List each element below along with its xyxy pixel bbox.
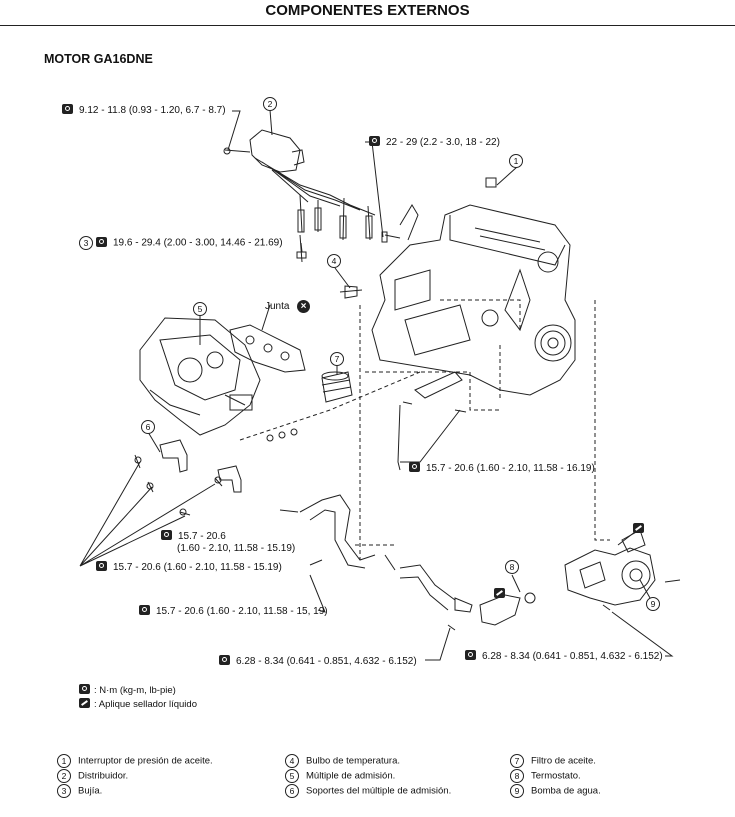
- leader-t8: [425, 627, 451, 661]
- callout-9: 9: [646, 597, 660, 611]
- sealant-icon: [79, 698, 90, 708]
- leader-c2: [269, 109, 273, 136]
- leader-c4: [334, 267, 351, 289]
- wrench-torque-icon: [219, 655, 230, 665]
- leader-c9: [639, 579, 651, 599]
- title-divider: [0, 25, 735, 26]
- leader-t4: [397, 404, 461, 471]
- gasket-label: Junta: [265, 301, 290, 312]
- torque-label-support-a: 15.7 - 20.6: [161, 530, 226, 542]
- leader-t7: [309, 574, 326, 613]
- torque-label-water-pump: 6.28 - 8.34 (0.641 - 0.851, 4.632 - 6.15…: [465, 650, 663, 662]
- legend-torque: : N·m (kg-m, lb-pie): [79, 684, 176, 696]
- wrench-torque-icon: [96, 561, 107, 571]
- section-subtitle: MOTOR GA16DNE: [44, 52, 153, 66]
- callout-3-small: 3: [79, 236, 93, 250]
- wrench-torque-icon: [369, 136, 380, 146]
- wrench-torque-icon: [409, 462, 420, 472]
- callout-2: 2: [263, 97, 277, 111]
- page-title: COMPONENTES EXTERNOS: [265, 2, 470, 19]
- leader-t2: [365, 141, 384, 238]
- oil-filter: [321, 371, 353, 403]
- leader-c1: [496, 166, 518, 186]
- leader-junta: [261, 304, 271, 331]
- leader-t9: [611, 611, 674, 657]
- torque-label-distributor: 9.12 - 11.8 (0.93 - 1.20, 6.7 - 8.7): [62, 104, 226, 116]
- leader-c6: [147, 431, 161, 453]
- torque-label-bracket: 15.7 - 20.6 (1.60 - 2.10, 11.58 - 16.19): [409, 462, 595, 474]
- callout-1: 1: [509, 154, 523, 168]
- replace-x-icon: ×: [297, 300, 310, 313]
- wrench-torque-icon: [161, 530, 172, 540]
- wrench-torque-icon: [139, 605, 150, 615]
- torque-label-support-a-line2: (1.60 - 2.10, 11.58 - 15.19): [177, 543, 296, 554]
- wrench-torque-icon: [96, 236, 107, 247]
- torque-label-water-pipe: 15.7 - 20.6 (1.60 - 2.10, 11.58 - 15, 19…: [139, 605, 328, 617]
- lower-hose: [399, 564, 456, 611]
- wrench-torque-icon: [79, 684, 90, 694]
- callout-4: 4: [327, 254, 341, 268]
- manifold-support-2: [217, 465, 242, 493]
- torque-label-thermostat: 6.28 - 8.34 (0.641 - 0.851, 4.632 - 6.15…: [219, 655, 417, 667]
- engine-block: [371, 204, 576, 396]
- manifold-support-1: [159, 439, 188, 473]
- leader-c8: [511, 574, 521, 593]
- torque-label-support-b: 15.7 - 20.6 (1.60 - 2.10, 11.58 - 15.19): [96, 561, 282, 573]
- intake-gasket: [229, 324, 306, 373]
- water-pipe: [299, 494, 376, 561]
- callout-5: 5: [193, 302, 207, 316]
- torque-label-bolt: 22 - 29 (2.2 - 3.0, 18 - 22): [369, 136, 500, 148]
- callout-8: 8: [505, 560, 519, 574]
- wrench-torque-icon: [465, 650, 476, 660]
- sealant-icon: [494, 584, 511, 602]
- leader-t6: [79, 461, 216, 567]
- thermostat-housing: [479, 594, 521, 626]
- callout-7: 7: [330, 352, 344, 366]
- distributor: [249, 129, 301, 173]
- water-pump: [564, 547, 656, 606]
- leader-t1: [227, 110, 241, 151]
- sealant-icon: [633, 519, 650, 537]
- wrench-torque-icon: [62, 104, 73, 114]
- callout-6: 6: [141, 420, 155, 434]
- intake-manifold: [139, 317, 261, 436]
- legend-sealant: : Aplique sellador líquido: [79, 698, 197, 710]
